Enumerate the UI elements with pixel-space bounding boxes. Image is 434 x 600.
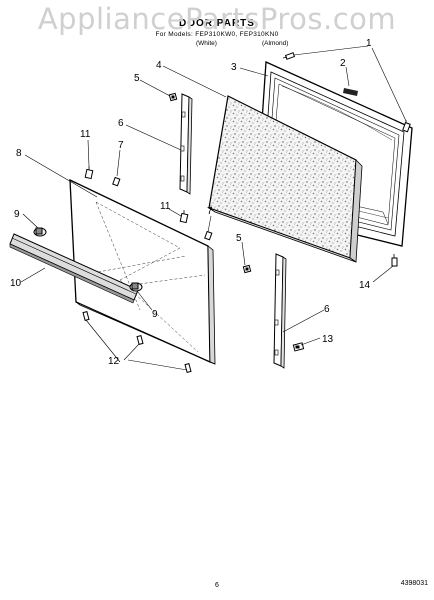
screw-7b — [204, 230, 213, 241]
door-handle — [9, 233, 139, 304]
callout-14: 14 — [359, 280, 371, 291]
callout-2: 2 — [340, 58, 346, 69]
callout-3: 3 — [231, 62, 237, 73]
screw-1a — [282, 52, 296, 60]
screw-12a — [82, 311, 90, 321]
variant-almond-label: (Almond) — [262, 40, 289, 47]
callout-11-upper: 11 — [80, 129, 91, 140]
callout-9-left: 9 — [14, 209, 20, 220]
model-list: For Models: FEP310KW0, FEP310KN0 — [155, 31, 279, 38]
hinge-clip-lower — [242, 264, 252, 274]
screw-14 — [391, 254, 398, 267]
callout-5-lower: 5 — [236, 233, 242, 244]
callouts: 1 2 3 4 5 5 6 6 7 7 8 9 9 10 11 11 12 13… — [10, 38, 372, 367]
callout-13: 13 — [322, 334, 334, 345]
handle-end-cap-left — [33, 227, 47, 237]
screw-11b — [179, 210, 189, 224]
document-number: 4398031 — [400, 580, 428, 587]
callout-7-upper: 7 — [118, 140, 124, 151]
hinge-clip-upper — [168, 92, 178, 102]
callout-1: 1 — [366, 38, 372, 49]
callout-9-right: 9 — [152, 309, 158, 320]
rating-label — [343, 88, 358, 96]
clip-13 — [292, 342, 305, 352]
screw-7a — [112, 176, 121, 187]
callout-12: 12 — [108, 356, 120, 367]
page-title: DOOR PARTS — [179, 18, 255, 29]
screw-11a — [84, 166, 94, 180]
callout-6-lower: 6 — [324, 304, 330, 315]
leader-lines — [20, 45, 407, 371]
variant-white-label: (White) — [196, 40, 217, 47]
door-insulation — [208, 95, 363, 263]
callout-6-upper: 6 — [118, 118, 124, 129]
page-number: 6 — [215, 582, 219, 589]
callout-7-lower: 7 — [207, 206, 213, 217]
callout-4: 4 — [156, 60, 162, 71]
screw-12b — [136, 335, 144, 345]
outer-door-panel — [69, 178, 216, 365]
callout-10: 10 — [10, 278, 22, 289]
door-hinge-right — [273, 253, 287, 369]
handle-end-cap-right — [129, 282, 143, 292]
callout-8: 8 — [16, 148, 22, 159]
door-hinge-left — [179, 93, 193, 195]
screw-12c — [184, 363, 192, 373]
callout-5-upper: 5 — [134, 73, 140, 84]
callout-11-lower: 11 — [160, 201, 171, 212]
